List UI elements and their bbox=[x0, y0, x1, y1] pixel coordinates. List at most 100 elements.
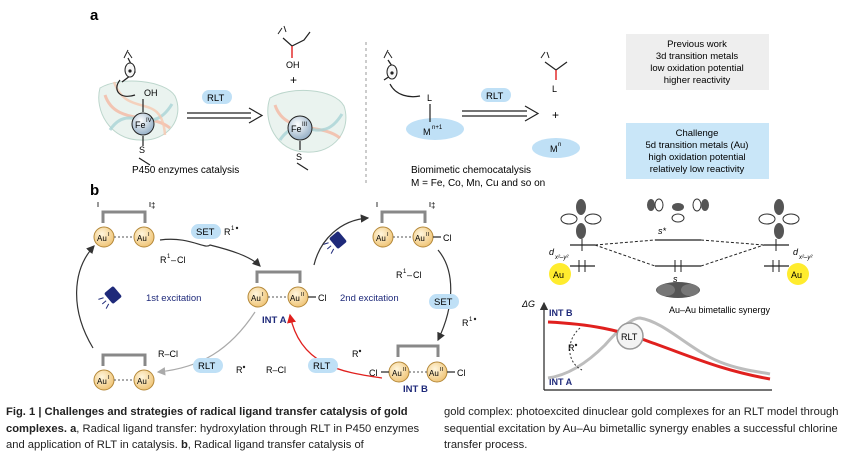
au-label: Au bbox=[415, 234, 425, 243]
rlt-arrow-a2: RLT bbox=[462, 88, 540, 122]
dagger-1: ‡ bbox=[151, 201, 155, 210]
r1cl-cl: Cl bbox=[177, 255, 186, 265]
set-label-1: SET bbox=[196, 227, 215, 238]
mn-superscript: n bbox=[558, 142, 561, 148]
au-label: Au bbox=[376, 234, 386, 243]
r1cl-reagent: R bbox=[160, 255, 167, 265]
au-label: Au bbox=[392, 369, 402, 378]
challenge-title: Challenge bbox=[676, 128, 719, 139]
d-subscript-right: x²–y² bbox=[798, 255, 813, 261]
au-label: Au bbox=[137, 377, 147, 386]
d-orbital-right bbox=[758, 199, 800, 239]
light-source-icon bbox=[98, 286, 122, 309]
r1cl-dash-cl: – bbox=[171, 255, 176, 265]
challenge-box: Challenge 5d transition metals (Au) high… bbox=[626, 123, 769, 179]
int-b-energy-curve bbox=[547, 320, 771, 381]
challenge-line1: 5d transition metals (Au) bbox=[646, 140, 749, 151]
biomimetic-line2: M = Fe, Co, Mn, Cu and so on bbox=[411, 178, 545, 189]
s-star-label: s* bbox=[658, 226, 667, 236]
delta-g-label: ΔG bbox=[521, 299, 535, 309]
r1-superscript: 1 bbox=[231, 226, 235, 232]
first-excitation-label: 1st excitation bbox=[146, 293, 201, 304]
l-product: L bbox=[552, 84, 557, 94]
rlt-label-a1: RLT bbox=[207, 93, 224, 104]
rlt-step-red: RLT R R–Cl bbox=[266, 313, 383, 379]
m-superscript: n+1 bbox=[432, 125, 443, 131]
au-ox-i: I bbox=[148, 375, 150, 381]
d-subscript-left: x²–y² bbox=[554, 255, 569, 261]
rlt-step-gray: RLT R–Cl R bbox=[156, 311, 256, 376]
s-label-right: S bbox=[296, 152, 302, 162]
r1cl-superscript-2: 1 bbox=[403, 269, 407, 275]
au-label: Au bbox=[137, 234, 147, 243]
au-label: Au bbox=[97, 377, 107, 386]
au-ox-i: I bbox=[387, 232, 389, 238]
r1-superscript-2: 1 bbox=[469, 317, 473, 323]
au-ox-ii: II bbox=[403, 367, 407, 373]
panel-a-label: a bbox=[90, 7, 99, 24]
cl-int-b-right: Cl bbox=[457, 368, 466, 378]
caption-a-label: a bbox=[70, 422, 77, 435]
energy-profile: ΔG INT B INT A Au–Au bimetallic synergy … bbox=[521, 299, 772, 391]
au-atom-right: Au bbox=[791, 270, 802, 280]
fe-iv-superscript: IV bbox=[146, 118, 152, 124]
int-a-curve-label: INT A bbox=[549, 377, 573, 387]
au-ox-i: I bbox=[108, 232, 110, 238]
rlt-arrow-a1: RLT bbox=[187, 90, 264, 124]
rlt-label-b1: RLT bbox=[313, 361, 330, 372]
fe-iii-superscript: III bbox=[302, 122, 307, 128]
int-b-curve-label: INT B bbox=[549, 308, 573, 318]
r-radical-2: R bbox=[236, 365, 243, 375]
int-a-energy-curve bbox=[547, 316, 771, 380]
d-label-left: d bbox=[549, 247, 555, 257]
mn-label: M bbox=[550, 144, 558, 154]
au-ox-i: I bbox=[148, 232, 150, 238]
excited-complex-top-left: ‡ Au I Au I bbox=[93, 201, 155, 248]
plus-a1: + bbox=[290, 73, 297, 87]
au-ox-ii: II bbox=[426, 232, 430, 238]
mo-diagram: s* s d x²–y² d x²–y² Au Au bbox=[549, 198, 813, 298]
int-a-label: INT A bbox=[262, 315, 287, 326]
p450-enzyme-resting: Fe III S bbox=[267, 89, 347, 171]
rlt-ts-label: RLT bbox=[621, 332, 638, 342]
s-label-left: S bbox=[139, 145, 145, 155]
r-cl-product: R–Cl bbox=[266, 365, 286, 375]
r1-radical-2: R bbox=[462, 318, 469, 328]
p450-enzyme-active: Fe IV OH S bbox=[98, 49, 179, 166]
d-orbital-left bbox=[560, 199, 602, 239]
r-cl-reagent: R–Cl bbox=[158, 349, 178, 359]
oh-label: OH bbox=[144, 88, 158, 98]
r-radical: R bbox=[352, 349, 359, 359]
d-label-right: d bbox=[793, 247, 799, 257]
metal-complex-active: L M n+1 bbox=[383, 49, 464, 140]
previous-work-line2: low oxidation potential bbox=[650, 63, 743, 74]
sigma-star-orbital bbox=[647, 198, 709, 223]
cl-int-b-left: Cl bbox=[369, 368, 378, 378]
alkyl-l-product: L + M n bbox=[532, 51, 580, 158]
fig-title: Fig. 1 | Challenges and strategies of ra… bbox=[6, 406, 408, 435]
au-ox-i: I bbox=[108, 375, 110, 381]
set-step-top: SET R 1 R 1 – Cl bbox=[159, 224, 261, 267]
light-source-icon bbox=[323, 231, 347, 254]
previous-work-line3: higher reactivity bbox=[664, 75, 731, 86]
biomimetic-line1: Biomimetic chemocatalysis bbox=[411, 165, 531, 176]
figure: a Fe IV OH S P450 enzymes catalysis RLT … bbox=[76, 7, 813, 395]
au-ox-ii: II bbox=[440, 367, 444, 373]
plus-a2: + bbox=[552, 108, 559, 122]
au-ox-i: I bbox=[262, 292, 264, 298]
challenge-line2: high oxidation potential bbox=[648, 152, 745, 163]
set-label-2: SET bbox=[434, 297, 453, 308]
challenge-line3: relatively low reactivity bbox=[650, 164, 745, 175]
au-atom-left: Au bbox=[553, 270, 564, 280]
alcohol-product: OH + bbox=[277, 25, 311, 87]
int-b-label: INT B bbox=[403, 384, 428, 395]
r1cl-reagent-2: R bbox=[396, 270, 403, 280]
r-radical-plot: R bbox=[568, 343, 575, 353]
figure-caption-right: gold complex: photoexcited dinuclear gol… bbox=[444, 406, 839, 451]
dagger-2: ‡ bbox=[431, 201, 435, 210]
previous-work-title: Previous work bbox=[667, 39, 727, 50]
rlt-label-a2: RLT bbox=[486, 91, 503, 102]
fe-iii-label: Fe bbox=[291, 124, 302, 134]
excitation-arrow-2 bbox=[313, 214, 370, 266]
l-label: L bbox=[427, 93, 432, 103]
